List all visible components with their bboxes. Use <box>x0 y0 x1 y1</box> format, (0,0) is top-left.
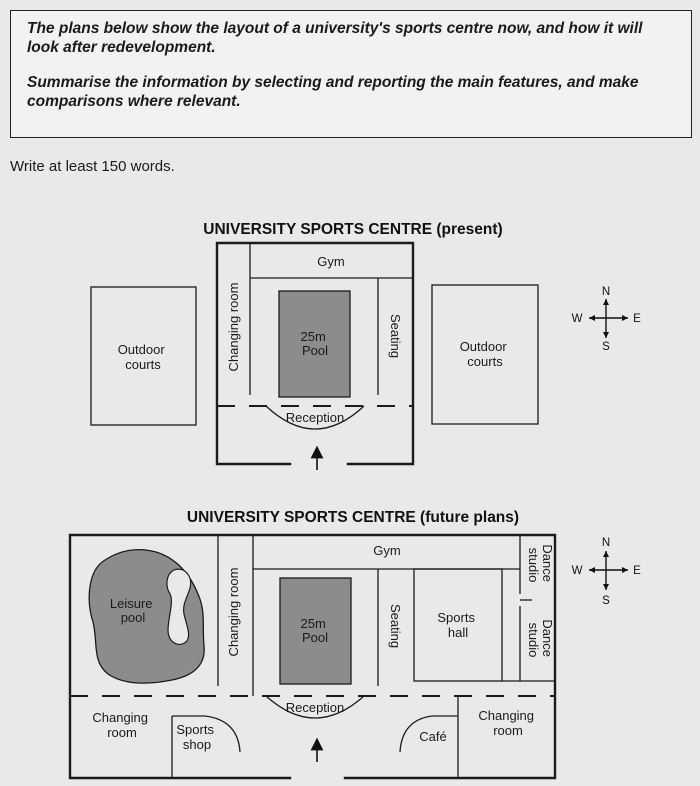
future-changing-room-label: Changing room <box>226 568 241 657</box>
future-pool <box>279 577 352 685</box>
future-compass-w: W <box>572 565 583 577</box>
future-compass-n: N <box>602 537 610 549</box>
svg-text:Changing room: Changing room <box>92 710 151 740</box>
cafe-label: Café <box>419 729 446 744</box>
future-compass-icon: N S W E <box>572 537 642 607</box>
task-prompt-box: The plans below show the layout of a uni… <box>10 10 692 138</box>
future-pool-label-2: Pool <box>302 630 328 645</box>
outdoor-courts-east <box>431 284 539 425</box>
present-compass-icon: N S W E <box>572 286 642 353</box>
changing-room-se-label-2: room <box>493 723 523 738</box>
sports-hall-label-1: Sports <box>437 610 475 625</box>
future-compass-s: S <box>602 595 610 607</box>
task-paragraph-plans: The plans below show the layout of a uni… <box>27 20 643 56</box>
sports-hall-label-2: hall <box>448 625 468 640</box>
future-plan-title: UNIVERSITY SPORTS CENTRE (future plans) <box>187 509 519 526</box>
present-reception-desk <box>265 405 365 430</box>
future-building-outline <box>68 533 557 780</box>
leisure-pool <box>88 549 205 684</box>
svg-text:25m Pool: 25m Pool <box>301 616 330 645</box>
present-plan-title: UNIVERSITY SPORTS CENTRE (present) <box>203 221 502 238</box>
svg-text:Outdoor courts: Outdoor courts <box>460 339 511 369</box>
outdoor-courts-west <box>90 286 197 426</box>
outdoor-courts-east-label-1: Outdoor <box>460 339 508 354</box>
dance-studio-south-label-1: Dance <box>540 619 555 657</box>
sports-shop-label-1: Sports <box>176 722 214 737</box>
sports-hall <box>413 568 503 682</box>
present-pool-label-2: Pool <box>302 343 328 358</box>
sports-shop-door-arc <box>204 715 241 753</box>
dance-studio-south-label-2: studio <box>526 623 541 658</box>
present-seating-label: Seating <box>388 314 403 358</box>
leisure-pool-label-1: Leisure <box>110 596 153 611</box>
svg-text:25m Pool: 25m Pool <box>301 329 330 358</box>
present-gym-label: Gym <box>317 254 344 269</box>
present-compass-w: W <box>572 313 583 325</box>
dance-studio-north-label-2: studio <box>526 548 541 583</box>
changing-room-sw-label-2: room <box>107 725 137 740</box>
svg-text:Leisure pool: Leisure pool <box>110 596 156 625</box>
present-reception-label: Reception <box>286 410 345 425</box>
future-seating-label: Seating <box>388 604 403 648</box>
future-plan: UNIVERSITY SPORTS CENTRE (future plans) … <box>68 509 642 780</box>
cafe-door-arc <box>399 715 433 753</box>
outdoor-courts-west-label-2: courts <box>125 357 161 372</box>
present-pool <box>278 290 351 398</box>
present-compass-e: E <box>633 313 641 325</box>
future-reception-label: Reception <box>286 700 345 715</box>
future-pool-label-1: 25m <box>301 616 326 631</box>
word-count-instruction: Write at least 150 words. <box>10 158 175 175</box>
present-changing-room-label: Changing room <box>226 283 241 372</box>
changing-room-sw-label-1: Changing <box>92 710 148 725</box>
present-pool-label-1: 25m <box>301 329 326 344</box>
future-reception-desk <box>265 695 365 719</box>
present-building-outline <box>215 241 415 466</box>
task-paragraph-summarise: Summarise the information by selecting a… <box>27 74 639 110</box>
present-plan: UNIVERSITY SPORTS CENTRE (present) Outdo… <box>90 221 642 470</box>
outdoor-courts-east-label-2: courts <box>467 354 503 369</box>
svg-text:Changing room: Changing room <box>478 708 537 738</box>
changing-room-se-label-1: Changing <box>478 708 534 723</box>
svg-text:Dance studio: Dance studio <box>526 619 555 660</box>
svg-text:Outdoor courts: Outdoor courts <box>118 342 169 372</box>
outdoor-courts-west-label-1: Outdoor <box>118 342 166 357</box>
leisure-pool-label-2: pool <box>121 610 146 625</box>
future-compass-e: E <box>633 565 641 577</box>
svg-text:Sports shop: Sports shop <box>176 722 217 752</box>
svg-text:Dance studio: Dance studio <box>526 544 555 585</box>
present-compass-n: N <box>602 286 610 298</box>
sports-shop-label-2: shop <box>183 737 211 752</box>
leisure-pool-island <box>166 568 192 645</box>
future-gym-label: Gym <box>373 543 400 558</box>
present-compass-s: S <box>602 341 610 353</box>
dance-studio-north-label-1: Dance <box>540 544 555 582</box>
svg-text:Sports hall: Sports hall <box>437 610 478 640</box>
